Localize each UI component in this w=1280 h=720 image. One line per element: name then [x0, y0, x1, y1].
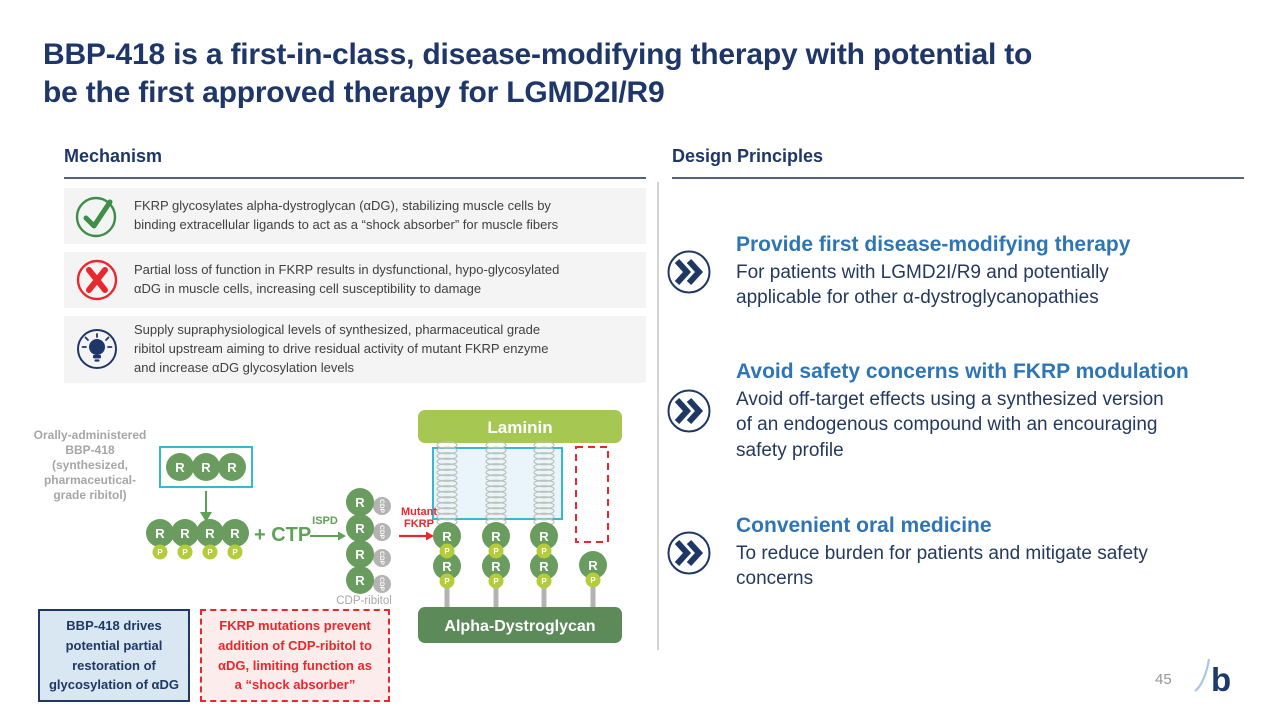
mechanism-item: FKRP glycosylates alpha-dystroglycan (αD…: [64, 188, 646, 244]
lightbulb-circle-icon: [77, 329, 117, 370]
svg-text:R: R: [442, 529, 452, 544]
bbp418-restoration-callout: BBP-418 drives potential partial restora…: [38, 609, 190, 702]
bridgebio-logo: b: [1194, 658, 1231, 697]
svg-text:FKRP: FKRP: [404, 518, 434, 530]
alpha-dystroglycan-bar: Alpha-Dystroglycan: [418, 607, 622, 643]
svg-text:R: R: [355, 521, 365, 536]
svg-text:R: R: [227, 460, 237, 475]
svg-text:Laminin: Laminin: [487, 418, 552, 437]
ribitol-columns: R R P P R R P P R R P P: [433, 522, 607, 589]
svg-text:P: P: [493, 577, 499, 586]
svg-text:R: R: [355, 573, 365, 588]
svg-text:R: R: [539, 559, 549, 574]
page-number: 45: [1155, 671, 1172, 688]
svg-text:ISPD: ISPD: [312, 515, 338, 527]
double-chevron-icon: [667, 250, 711, 294]
svg-text:CDP: CDP: [378, 525, 385, 539]
bbp418-ribitol-box: R R R: [159, 446, 253, 488]
check-circle-icon: [75, 196, 117, 238]
svg-text:Alpha-Dystroglycan: Alpha-Dystroglycan: [444, 618, 595, 635]
svg-text:R: R: [442, 559, 452, 574]
svg-text:R: R: [355, 547, 365, 562]
svg-text:P: P: [590, 576, 596, 585]
design-principle-body: Avoid off-target effects using a synthes…: [736, 389, 1164, 461]
page-title: BBP-418 is a first-in-class, disease-mod…: [43, 38, 1033, 110]
svg-text:P: P: [207, 548, 213, 557]
oral-administration-label: Orally-administered BBP-418 (synthesized…: [33, 428, 147, 502]
double-chevron-icon: [667, 389, 711, 433]
ispd-arrow: ISPD: [310, 515, 346, 541]
svg-text:R: R: [491, 529, 501, 544]
cdp-ribitol-stack: CDP CDP CDP CDP R R R R: [346, 488, 391, 594]
mutant-fkrp-arrow: [399, 531, 434, 541]
svg-text:P: P: [444, 547, 450, 556]
laminin-box: Laminin: [418, 410, 622, 443]
svg-text:Mutant: Mutant: [401, 506, 437, 518]
design-principle-body: For patients with LGMD2I/R9 and potentia…: [736, 262, 1109, 309]
svg-text:P: P: [232, 548, 238, 557]
design-principle-title: Provide first disease-modifying therapy: [736, 233, 1131, 256]
svg-text:CDP: CDP: [378, 499, 385, 513]
svg-text:P: P: [541, 547, 547, 556]
svg-text:P: P: [493, 547, 499, 556]
mechanism-heading: Mechanism: [64, 146, 163, 166]
design-principles-rule: [672, 177, 1244, 179]
svg-text:P: P: [182, 548, 188, 557]
design-principles-heading: Design Principles: [672, 146, 824, 166]
design-principle-item: Avoid safety concerns with FKRP modulati…: [666, 360, 1270, 463]
ribitol-column-incomplete: R P: [579, 551, 607, 588]
missing-glycan-dashed-box: [575, 446, 609, 543]
svg-text:P: P: [444, 577, 450, 586]
x-circle-icon: [76, 259, 118, 301]
mutant-fkrp-label: Mutant FKRP: [401, 506, 437, 530]
double-chevron-icon: [667, 531, 711, 575]
svg-text:R: R: [175, 460, 185, 475]
svg-text:R: R: [539, 529, 549, 544]
ribitol-column: R R P P: [482, 522, 510, 589]
svg-text:CDP: CDP: [378, 551, 385, 565]
svg-text:P: P: [541, 577, 547, 586]
svg-text:R: R: [205, 526, 215, 541]
design-principle-title: Convenient oral medicine: [736, 514, 992, 537]
svg-text:R: R: [230, 526, 240, 541]
svg-text:R: R: [491, 559, 501, 574]
svg-text:R: R: [355, 495, 365, 510]
ctp-label: + CTP: [254, 524, 311, 546]
mechanism-diagram: Laminin R R P P: [146, 410, 622, 643]
svg-text:R: R: [201, 460, 211, 475]
mechanism-rule: [64, 177, 646, 179]
mechanism-item-text: Partial loss of function in FKRP results…: [134, 262, 560, 296]
mechanism-item-text: FKRP glycosylates alpha-dystroglycan (αD…: [134, 198, 559, 232]
down-arrow: [200, 491, 212, 522]
svg-text:P: P: [157, 548, 163, 557]
svg-text:R: R: [588, 558, 598, 573]
design-principle-item: Convenient oral medicine To reduce burde…: [666, 514, 1270, 592]
svg-text:R: R: [180, 526, 190, 541]
cdp-ribitol-label: CDP-ribitol: [336, 595, 392, 607]
mechanism-item: Partial loss of function in FKRP results…: [64, 252, 646, 308]
glycan-stems: [444, 585, 596, 609]
fkrp-mutation-callout: FKRP mutations prevent addition of CDP-r…: [200, 609, 390, 702]
logo-letter: b: [1211, 661, 1231, 697]
mechanism-list: FKRP glycosylates alpha-dystroglycan (αD…: [64, 188, 646, 391]
column-divider: [657, 182, 659, 650]
design-principle-item: Provide first disease-modifying therapy …: [666, 233, 1270, 311]
design-principle-body: To reduce burden for patients and mitiga…: [736, 543, 1148, 590]
svg-text:CDP: CDP: [378, 577, 385, 591]
ribitol-column: R R P P: [530, 522, 558, 589]
ribitol-phosphate-row: R R R R P P P P: [146, 519, 249, 560]
mechanism-item-text: Supply supraphysiological levels of synt…: [134, 322, 549, 375]
ribitol-column: R R P P: [433, 522, 461, 589]
mechanism-item: Supply supraphysiological levels of synt…: [64, 316, 646, 383]
design-principle-title: Avoid safety concerns with FKRP modulati…: [736, 360, 1189, 383]
svg-text:R: R: [155, 526, 165, 541]
